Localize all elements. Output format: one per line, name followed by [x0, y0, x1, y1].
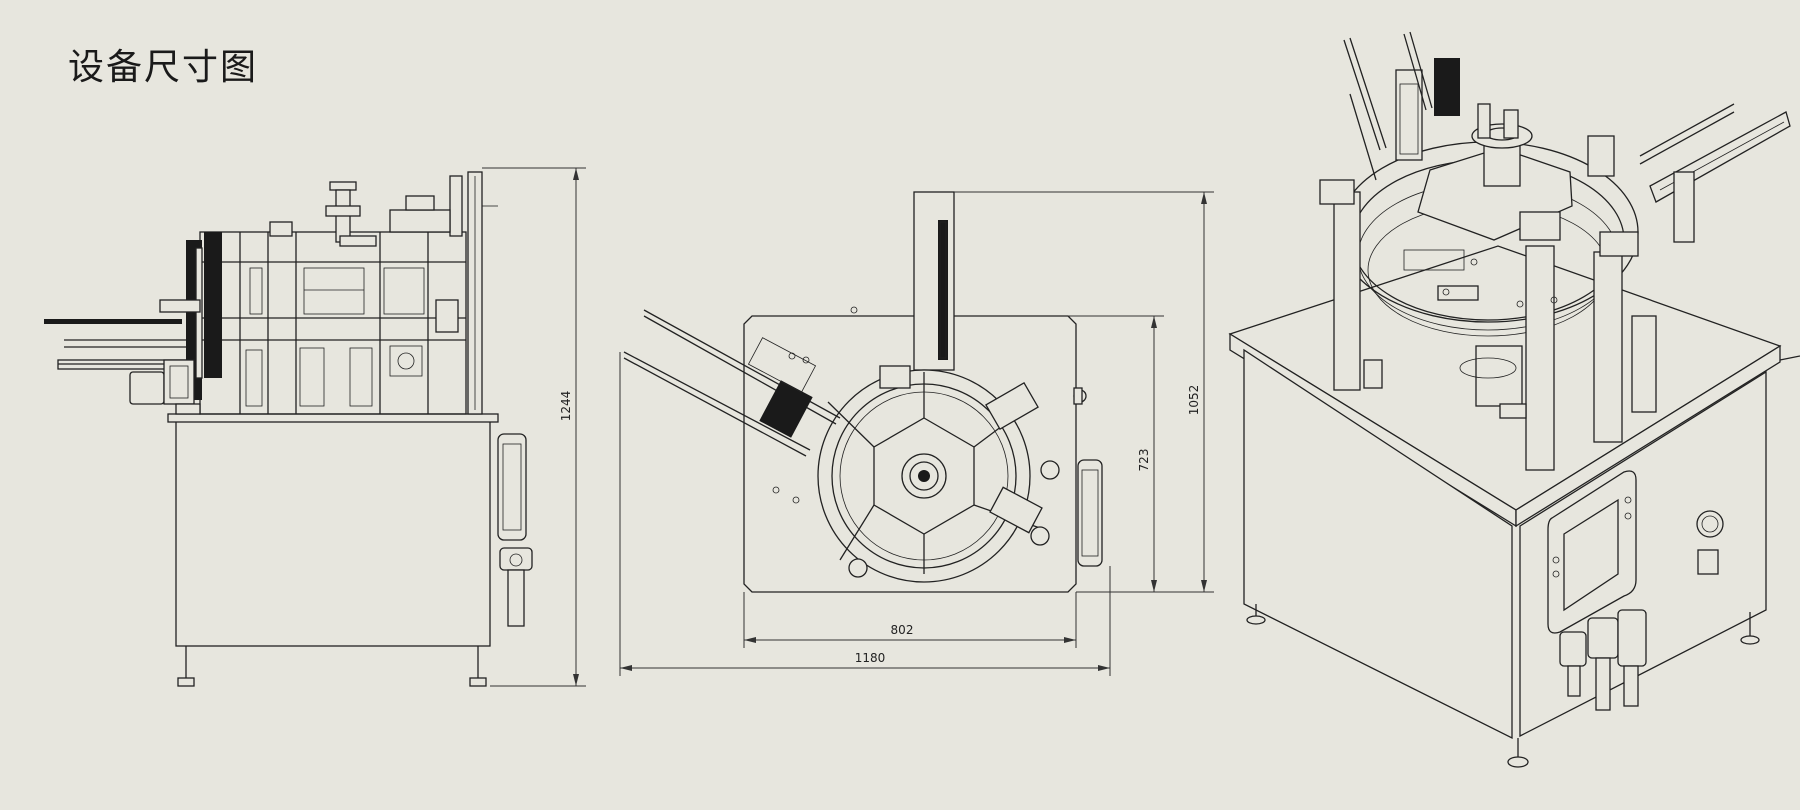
dimension-top-width-table: 802	[743, 592, 1077, 648]
top-view	[623, 191, 1103, 593]
dimension-top-width-total: 1180	[619, 352, 1111, 676]
side-control-panel	[497, 433, 527, 541]
isometric-view	[1228, 31, 1800, 768]
dim-text-top-depth-table: 723	[1137, 449, 1151, 472]
dimension-side-height: 1244	[482, 167, 586, 687]
side-view	[44, 171, 533, 687]
iso-post-left	[1333, 191, 1361, 391]
page-title: 设备尺寸图	[68, 47, 259, 88]
iso-post-right	[1593, 251, 1623, 443]
side-table-top	[167, 413, 499, 423]
side-cabinet	[175, 419, 491, 647]
dimension-top-depth-total: 1052	[954, 191, 1214, 593]
dim-text-top-width-table: 802	[891, 623, 914, 637]
dim-text-side-height: 1244	[559, 391, 573, 422]
iso-post-center	[1525, 245, 1555, 471]
iso-control-panel	[1547, 470, 1637, 634]
dimension-top-depth-table: 723	[1068, 315, 1164, 592]
dim-text-top-depth-total: 1052	[1187, 385, 1201, 416]
dim-text-top-width-total: 1180	[855, 651, 886, 665]
